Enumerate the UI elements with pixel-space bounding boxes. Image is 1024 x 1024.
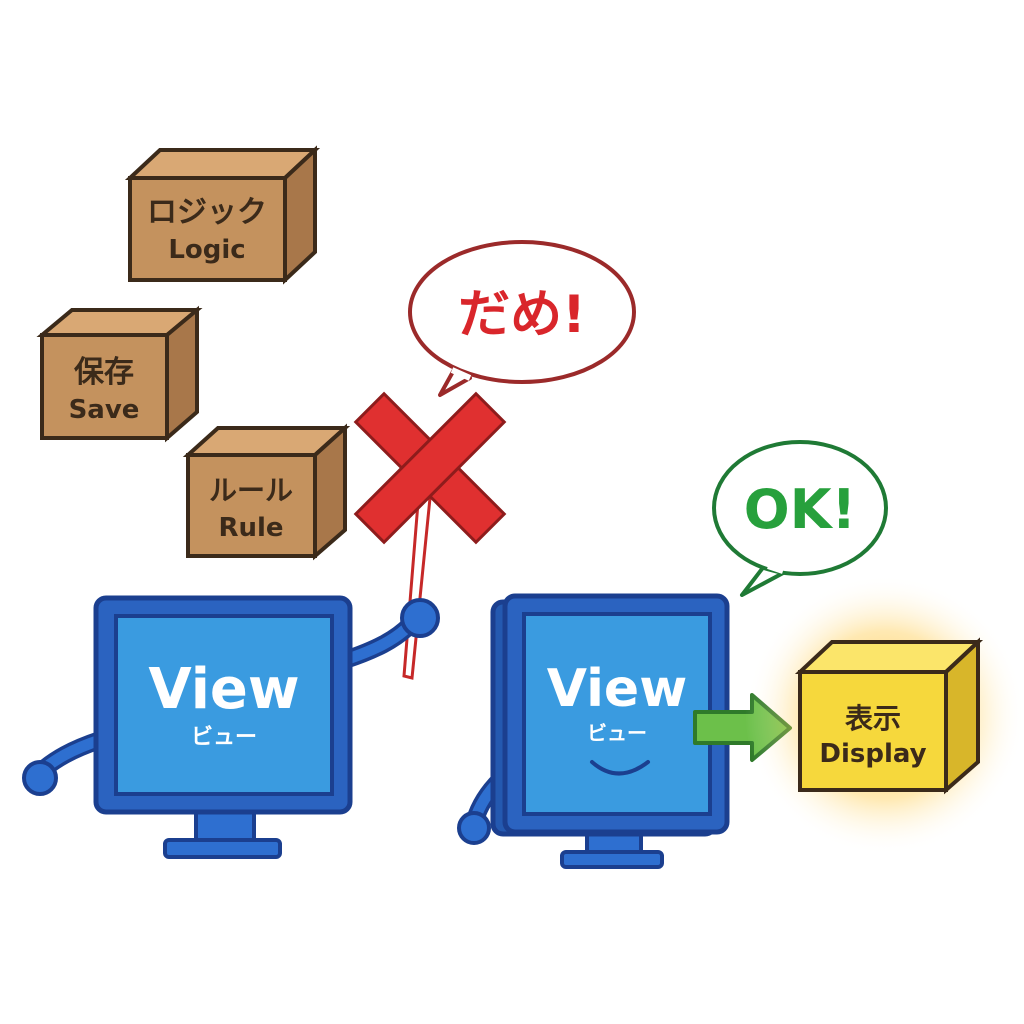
ng-speech-bubble: だめ! (408, 240, 636, 397)
rule-box-en: Rule (218, 513, 283, 543)
logic-box: ロジック Logic (124, 145, 321, 285)
rule-box: ルール Rule (182, 423, 351, 561)
left-monitor-title: View (148, 657, 299, 722)
ng-text: だめ! (458, 285, 586, 345)
display-box-ja: 表示 (845, 702, 901, 735)
logic-box-en: Logic (168, 235, 245, 265)
ok-text: OK! (744, 478, 856, 541)
logic-box-ja: ロジック (147, 195, 267, 230)
view-monitor-ng: View ビュー (22, 595, 440, 859)
right-monitor-kana: ビュー (587, 721, 647, 745)
left-monitor-kana: ビュー (191, 725, 257, 750)
view-monitor-ok: View ビュー (457, 593, 730, 869)
save-box-en: Save (69, 395, 140, 425)
display-box-en: Display (819, 739, 926, 769)
save-box: 保存 Save (36, 305, 203, 443)
right-monitor-title: View (547, 659, 687, 719)
ok-speech-bubble: OK! (712, 440, 888, 597)
smile (590, 760, 650, 776)
red-x-sign (353, 391, 507, 680)
save-box-ja: 保存 (74, 355, 134, 390)
display-box: 表示 Display (745, 575, 1024, 855)
rule-box-ja: ルール (209, 474, 293, 507)
